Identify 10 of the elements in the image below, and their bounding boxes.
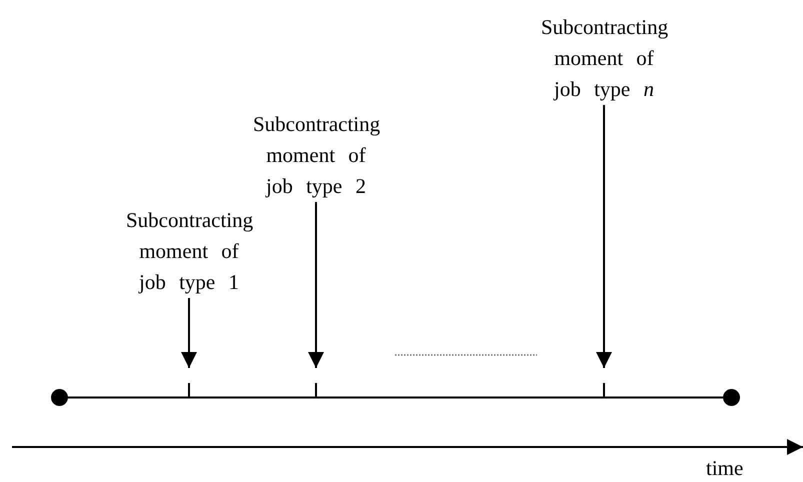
arrow [596, 105, 612, 368]
timeline-endpoint-dot [51, 389, 68, 406]
timeline-line [68, 396, 723, 398]
event-label: Subcontracting moment of job type 1 [126, 205, 252, 298]
arrow [181, 298, 197, 368]
timeline-endpoint-dot [723, 389, 740, 406]
axis-label: time [706, 455, 744, 481]
event-label: Subcontracting moment of job type n [541, 12, 667, 105]
event-label: Subcontracting moment of job type 2 [253, 109, 379, 202]
arrow [308, 202, 324, 368]
